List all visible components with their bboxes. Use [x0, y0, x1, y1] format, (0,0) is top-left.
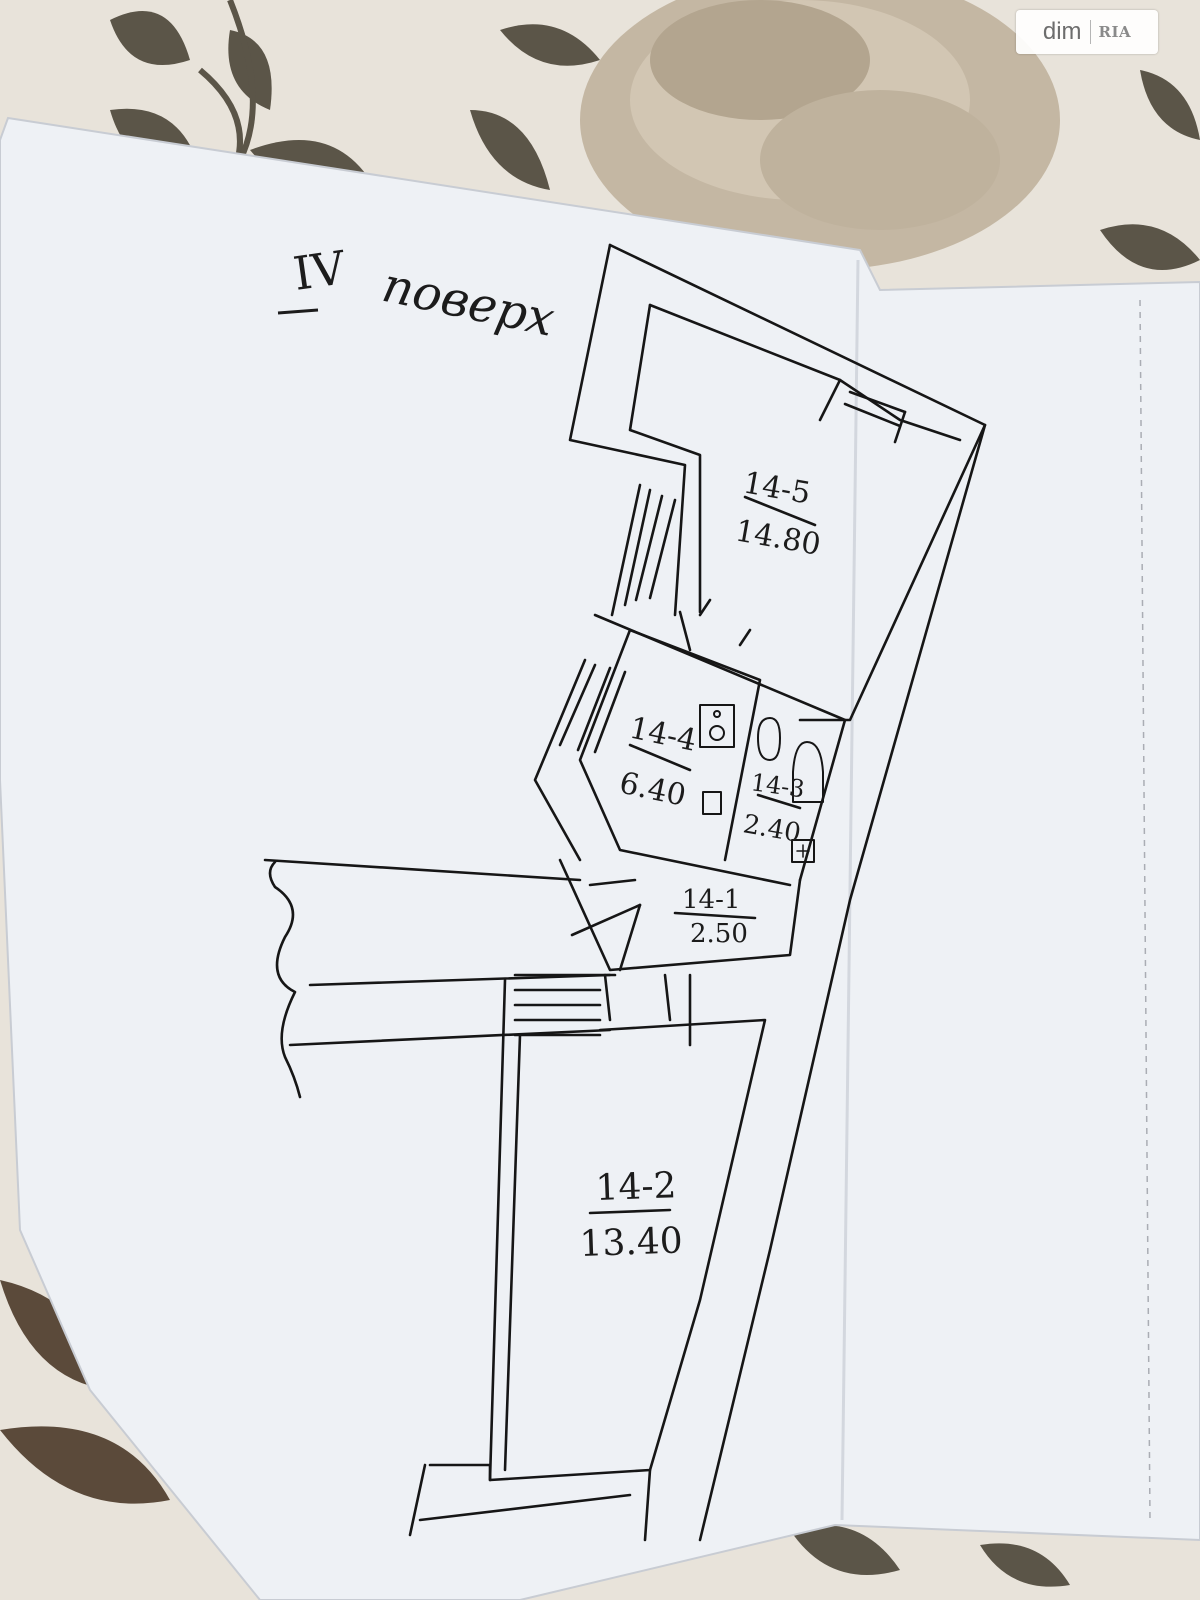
paper-fold: [840, 259, 860, 1521]
floor-plan: [263, 243, 987, 1542]
paper-sheet: [0, 116, 1200, 1600]
room-id-14-2: 14-2: [595, 1165, 677, 1209]
room-area-14-1: 2.50: [690, 919, 748, 949]
toilet-fixture: [757, 717, 781, 761]
wall-outline: [608, 243, 987, 722]
watermark-dim: dim: [1042, 18, 1082, 45]
room-area-14-2: 13.40: [579, 1220, 683, 1265]
sink-fixture: [699, 704, 735, 748]
bathtub-fixture: [792, 741, 824, 803]
watermark-ria: RIA: [1098, 23, 1132, 41]
floor-number: IV: [290, 240, 349, 301]
leaf: [110, 11, 190, 65]
watermark-divider: [1089, 20, 1091, 44]
dim-ria-watermark: dim RIA: [1016, 10, 1158, 54]
room-id-14-1: 14-1: [682, 885, 740, 915]
stove-fixture: [702, 791, 722, 815]
